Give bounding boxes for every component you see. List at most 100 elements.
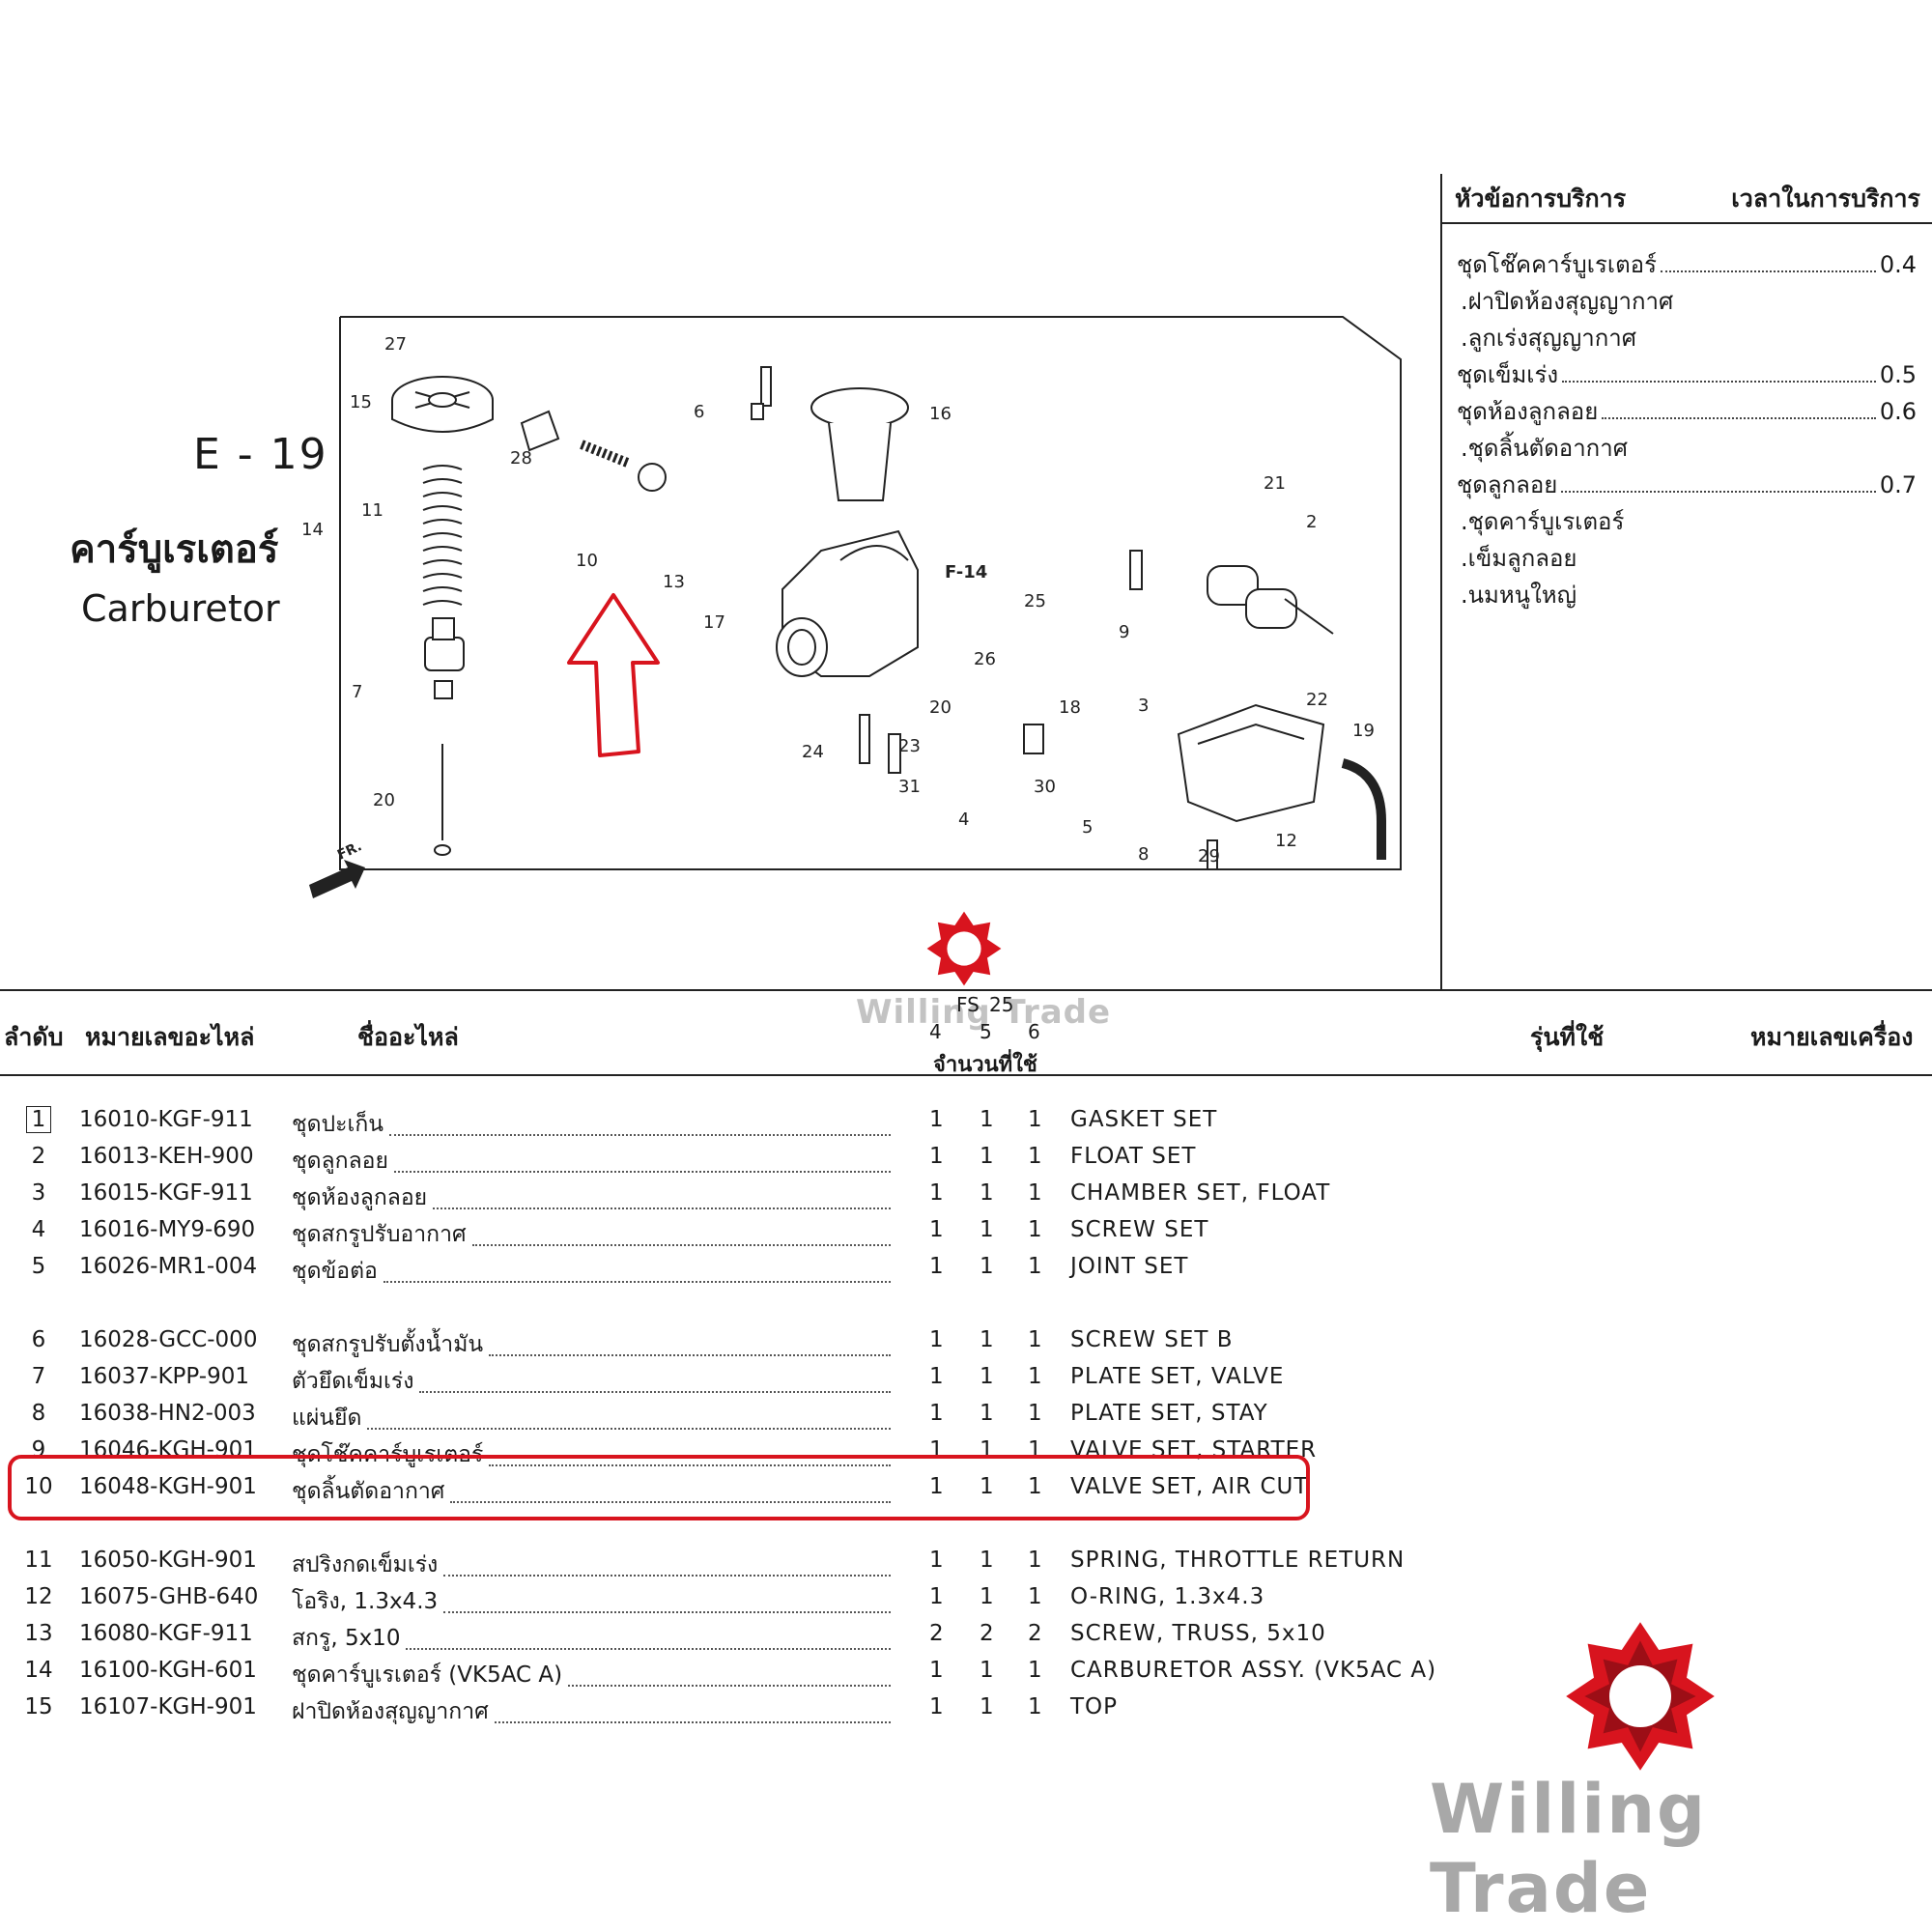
qty-model-5: 1: [980, 1180, 994, 1206]
svg-text:F-14: F-14: [945, 562, 987, 582]
row-number: 11: [19, 1548, 58, 1573]
qty-model-6: 1: [1028, 1401, 1042, 1426]
qty-model-4: 1: [929, 1548, 944, 1573]
qty-model-4: 1: [929, 1474, 944, 1499]
part-number: 16038-HN2-003: [79, 1401, 256, 1426]
qty-model-5: 1: [980, 1327, 994, 1352]
row-number-value: 3: [31, 1180, 46, 1206]
leader-dots: [406, 1621, 891, 1650]
col-header-engine-no: หมายเลขเครื่อง: [1750, 1023, 1914, 1051]
qty-model-6: 1: [1028, 1548, 1042, 1573]
table-top-rule: [0, 989, 1932, 991]
service-item-time: 0.6: [1879, 398, 1917, 425]
part-name-english: VALVE SET, AIR CUT: [1070, 1474, 1309, 1499]
part-name-text: ชุดคาร์บูเรเตอร์ (VK5AC A): [292, 1662, 563, 1688]
part-name-text: ชุดสกรูปรับตั้งน้ำมัน: [292, 1332, 484, 1357]
part-name-text: ชุดห้องลูกลอย: [292, 1185, 428, 1210]
qty-model-4: 1: [929, 1694, 944, 1719]
part-name-english: TOP: [1070, 1694, 1119, 1719]
part-number: 16015-KGF-911: [79, 1180, 253, 1206]
qty-model-5: 1: [980, 1144, 994, 1169]
part-name: โอริง, 1.3x4.3: [292, 1584, 891, 1619]
col-header-name: ชื่ออะไหล่: [357, 1023, 459, 1051]
service-item: .ลูกเร่งสุญญากาศ: [1457, 319, 1917, 355]
service-item-time: 0.5: [1879, 361, 1917, 388]
row-number-value: 13: [24, 1621, 53, 1646]
svg-text:21: 21: [1264, 473, 1286, 494]
svg-text:2: 2: [1306, 512, 1317, 532]
leader-dots: [471, 1217, 891, 1246]
part-diaphragm: [810, 387, 909, 501]
svg-text:27: 27: [384, 334, 407, 355]
svg-text:24: 24: [802, 742, 824, 762]
part-name-english: PLATE SET, VALVE: [1070, 1364, 1285, 1389]
part-number: 16050-KGH-901: [79, 1548, 257, 1573]
leader-dots: [494, 1694, 891, 1723]
svg-text:3: 3: [1138, 696, 1149, 716]
leader-dots: [383, 1254, 891, 1283]
svg-text:9: 9: [1119, 622, 1129, 642]
qty-model-6: 1: [1028, 1364, 1042, 1389]
part-number: 16037-KPP-901: [79, 1364, 249, 1389]
part-number: 16080-KGF-911: [79, 1621, 253, 1646]
svg-text:25: 25: [1024, 591, 1046, 611]
qty-model-6: 1: [1028, 1180, 1042, 1206]
part-throttle-valve: [424, 617, 465, 856]
leader-dots: [443, 1548, 891, 1577]
part-name-english: GASKET SET: [1070, 1107, 1218, 1132]
service-item-label: .ชุดลิ้นตัดอากาศ: [1461, 435, 1628, 462]
service-item-label: ชุดลูกลอย: [1457, 471, 1558, 498]
part-name: ชุดคาร์บูเรเตอร์ (VK5AC A): [292, 1658, 891, 1692]
part-name-english: SPRING, THROTTLE RETURN: [1070, 1548, 1406, 1573]
part-name: ชุดสกรูปรับตั้งน้ำมัน: [292, 1327, 891, 1362]
qty-model-5: 1: [980, 1474, 994, 1499]
leader-dots: [367, 1401, 891, 1430]
diagram-frame-bottom: [339, 317, 1401, 870]
row-number-value: 12: [24, 1584, 53, 1609]
qty-model-4: 1: [929, 1217, 944, 1242]
service-header-rule: [1440, 222, 1932, 224]
part-number: 16028-GCC-000: [79, 1327, 258, 1352]
qty-model-4: 1: [929, 1180, 944, 1206]
part-name: ชุดข้อต่อ: [292, 1254, 891, 1289]
qty-model-6: 1: [1028, 1254, 1042, 1279]
part-name-english: SCREW SET: [1070, 1217, 1209, 1242]
leader-dots: [1561, 491, 1876, 493]
svg-text:20: 20: [373, 790, 395, 810]
row-number-value: 5: [31, 1254, 46, 1279]
qty-model-6: 1: [1028, 1144, 1042, 1169]
row-number: 6: [19, 1327, 58, 1352]
leader-dots: [393, 1144, 891, 1173]
qty-model-4: 1: [929, 1658, 944, 1683]
svg-text:17: 17: [703, 612, 725, 633]
leader-dots: [489, 1327, 891, 1356]
part-number: 16100-KGH-601: [79, 1658, 257, 1683]
willing-trade-logo-small: [926, 911, 1002, 986]
qty-model-5: 1: [980, 1694, 994, 1719]
service-list: ชุดโช๊คคาร์บูเรเตอร์0.4.ฝาปิดห้องสุญญากา…: [1457, 245, 1917, 612]
part-name-english: O-RING, 1.3x4.3: [1070, 1584, 1265, 1609]
svg-text:12: 12: [1275, 831, 1297, 851]
svg-text:11: 11: [361, 500, 384, 521]
part-name: สกรู, 5x10: [292, 1621, 891, 1656]
part-screws: [751, 366, 1218, 870]
part-name-text: ชุดปะเก็น: [292, 1112, 384, 1137]
row-number-value: 14: [24, 1658, 53, 1683]
service-item-time: 0.4: [1879, 251, 1917, 278]
leader-dots: [489, 1437, 891, 1466]
part-drain-hose: [1341, 758, 1386, 860]
part-name-text: ชุดสกรูปรับอากาศ: [292, 1222, 467, 1247]
part-number: 16048-KGH-901: [79, 1474, 257, 1499]
part-name: ชุดลูกลอย: [292, 1144, 891, 1179]
service-item: .เข็มลูกลอย: [1457, 539, 1917, 576]
part-name-text: สกรู, 5x10: [292, 1626, 401, 1651]
part-name: แผ่นยึด: [292, 1401, 891, 1435]
row-number: 13: [19, 1621, 58, 1646]
